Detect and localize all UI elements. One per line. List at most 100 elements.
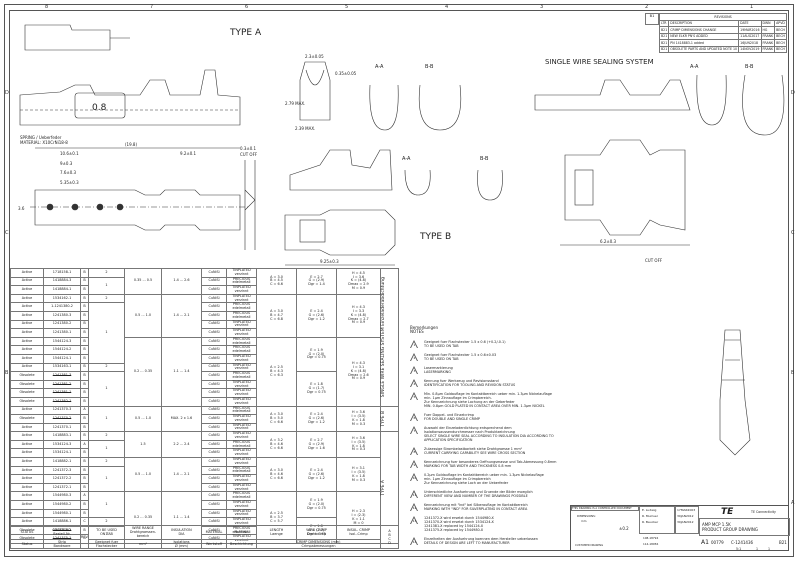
dim-6-2: 6.2±0.3 [600, 239, 617, 244]
cut-off-label: CUT OFF [240, 152, 258, 157]
order-number-cell: 1534124-1 [43, 448, 81, 459]
rev-cell: B [80, 302, 89, 312]
appr-name: R. Beucker [642, 520, 659, 524]
status-cell: Active [10, 362, 44, 373]
order-number-cell: 1544124-2 [43, 345, 81, 355]
material-cell: CuNiSi [201, 379, 227, 390]
order-number-cell: 1534162-1 [43, 293, 81, 304]
plating-cell: PRECIOUS edelmetall [226, 371, 257, 381]
note-text: Geeignet fuer Flachstecker 1.5 x 0.6±0.0… [424, 353, 497, 361]
tab-cell: 1 [88, 371, 125, 407]
section-aa-label: A-A [375, 64, 384, 70]
order-number-cell: 1241372-3 [43, 465, 81, 476]
wire-crimp-cell: E = 1.8 G = (1.7) Dgr = 0.75 [296, 371, 337, 407]
rev-cell: B [80, 422, 89, 433]
order-number-cell: 1241372-1 [43, 482, 81, 493]
status-cell: Active [10, 285, 44, 295]
rev-cell: B [80, 379, 89, 390]
rev-cell: B [80, 371, 89, 381]
plating-cell: TINPLATED verzinnt [226, 414, 257, 424]
spring-material: MATERIAL: X10CrNi18-8 [20, 140, 68, 145]
hdr-wire-de: mm² [124, 538, 162, 550]
status-cell: Active [10, 310, 44, 321]
rev-cell: B [80, 388, 89, 398]
type-b-title: TYPE B [419, 232, 451, 242]
zone-col-2: 2 [645, 4, 649, 10]
order-number-cell: 1241382-1 [43, 396, 81, 407]
rev-cell: B [80, 353, 89, 364]
wire-crimp-cell: E = 2.4 G = (2.6) Dgr = 1.2 [296, 457, 337, 493]
status-cell: Active [10, 500, 44, 510]
wire-range-cell: 1.5 [124, 431, 162, 459]
tab-cell: 2 [88, 431, 125, 441]
wire-crimp-cell: E = 1.9 G = (2.0) Dgr = 0.75 [296, 336, 337, 373]
system-label: SINGLE WIRE SEALING SYSTEM Einzeladerabd… [381, 277, 386, 398]
status-cell: Active [10, 345, 44, 355]
plating-cell: TINPLATED verzinnt [226, 285, 257, 295]
tab-cell: 1 [88, 491, 125, 519]
spring-label: SPRING / Ueberfeder [20, 135, 62, 140]
hdr-plating: PLATING [226, 525, 257, 540]
status-cell: Obsolete [10, 371, 44, 381]
material-cell: CuNiSi [201, 310, 227, 321]
status-cell: Active [10, 491, 44, 502]
status-cell: Active [10, 276, 44, 287]
material-cell: CuNiSi [201, 336, 227, 347]
status-cell: Active [10, 405, 44, 416]
zone-col-1: 1 [750, 4, 754, 10]
material-cell: CuNiSi [201, 345, 227, 355]
note-triangle-icon: 3 [410, 366, 419, 374]
hdr-tab: TO BE USED ON TAB [88, 525, 125, 540]
single-wire-title: SINGLE WIRE SEALING SYSTEM [545, 58, 654, 66]
length-cell: A = 2.5 B = 4.3 C = 6.3 [256, 336, 297, 407]
drawing-title: AMP MCP 1.5K PRODUCT GROUP DRAWING [699, 518, 790, 536]
sheet-of: 1 [768, 547, 771, 551]
order-number-cell: 1418882-1 [43, 457, 81, 467]
length-cell: A = 3.0 B = 4.5 C = 6.6 [256, 268, 297, 295]
dimensions-label: DIMENSIONS: [577, 514, 596, 518]
section-bb-label-b: B-B [480, 156, 489, 162]
insulation-cell: MAX. 2 x 1.6 [161, 405, 202, 433]
order-number-cell: 1241381-1 [43, 388, 81, 398]
material-cell: CuNiSi [201, 388, 227, 398]
type-a-front-view: 2.3±0.05 0.35±0.05 2.79 MAX. 2.39 MAX. [285, 54, 357, 131]
status-cell: Obsolete [10, 388, 44, 398]
type-b-side-view: 9.25±0.3 [284, 149, 396, 266]
revision-apvd: BECH [774, 45, 787, 53]
marking-08: 0.8 [92, 103, 107, 113]
order-number-cell: 1534124-3 [43, 439, 81, 450]
insul-crimp-cell: H = 4.3 I = 3.3 K = (4.8) Dmax = 2.7 M =… [336, 293, 381, 338]
note-number: 11 [412, 493, 417, 497]
order-number-cell: 1241381-2 [43, 379, 81, 390]
material-cell: CuNiSi [201, 482, 227, 493]
status-cell: Obsolete [10, 414, 44, 424]
status-cell: Active [10, 508, 44, 519]
material-cell: CuNiSi [201, 448, 227, 459]
material-cell: CuNiSi [201, 474, 227, 484]
note-number: 13 [412, 519, 417, 523]
wire-crimp-cell: E = 1.9 G = (2.0) Dgr = 0.75 [296, 491, 337, 519]
order-number-cell: 1241380-1 [43, 328, 81, 338]
note-number: 12 [412, 506, 417, 510]
status-cell: Active [10, 319, 44, 330]
dim-2-79: 2.79 MAX. [285, 101, 305, 106]
hdr-crimp-dims: CRIMP DIMENSIONS (mm) Crimpabmessungen [256, 538, 381, 550]
note-triangle-icon: 14 [410, 537, 419, 545]
revision-ltr: B21 [658, 45, 670, 53]
dim-2-39: 2.39 MAX. [295, 126, 315, 131]
length-cell: A = 3.0 B = 4.6 C = 6.6 [256, 457, 297, 493]
order-number-cell: 1241381-3 [43, 371, 81, 381]
spec2: 114-18056 [643, 542, 659, 546]
status-cell: Active [10, 439, 44, 450]
hdr-status: STATUS [10, 525, 44, 540]
